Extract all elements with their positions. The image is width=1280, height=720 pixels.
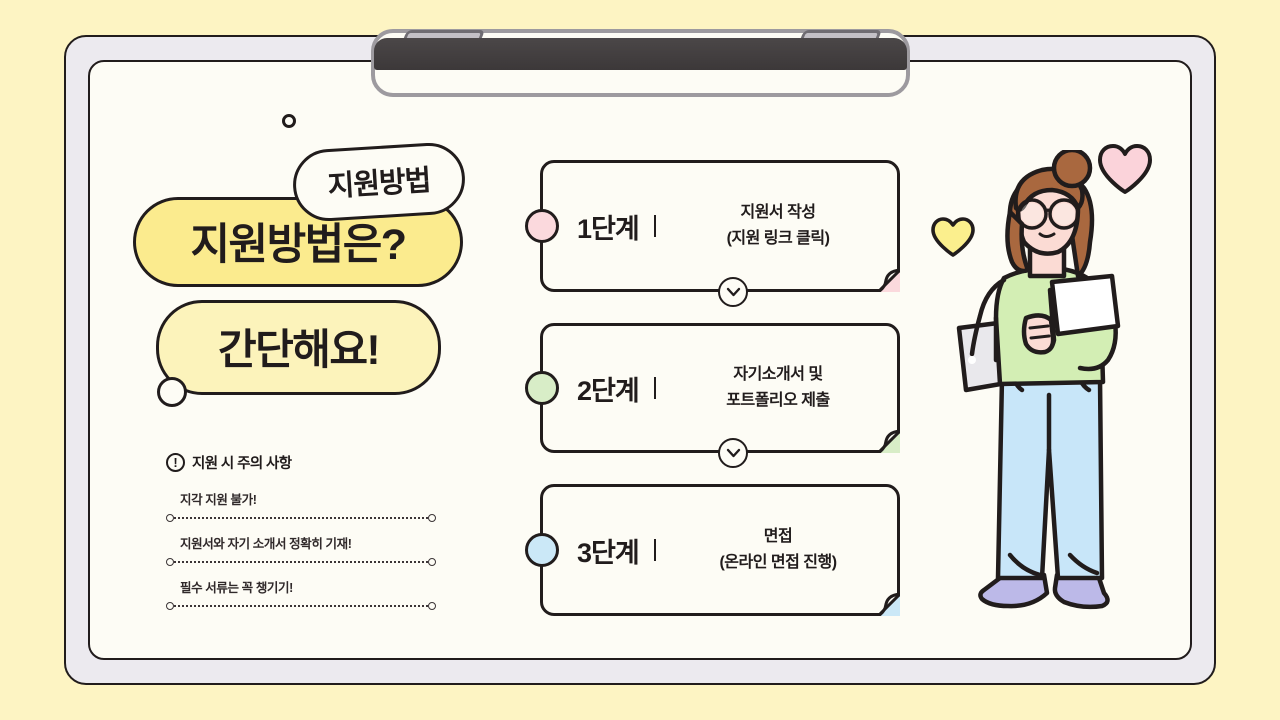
woman-holding-documents-illustration [912,147,1162,625]
step-divider-bar [653,539,657,561]
headline-tag-label: 지원방법 [326,164,432,204]
step-desc-line1: 면접 [763,527,793,545]
headline-main-bubble: 지원방법은? [133,197,463,287]
step-number-1: 1단계 [543,207,675,246]
step-divider-bar [653,377,657,399]
step-desc-line1: 자기소개서 및 [733,365,823,383]
notice-item-label: 필수 서류는 꼭 챙기기! [180,581,293,595]
dotted-divider [166,602,436,610]
step-description-3: 면접 (온라인 면접 진행) [675,524,897,577]
headline-tag-bubble: 지원방법 [290,140,468,224]
divider-end-dot [428,558,436,566]
step-number-label: 3단계 [577,537,640,568]
small-circle-outline-icon [282,114,296,128]
headline-main-label: 지원방법은? [190,220,407,269]
heart-pink-icon [1096,143,1154,200]
notice-block: ! 지원 시 주의 사항 지각 지원 불가! 지원서와 자기 소개서 정확히 기… [166,452,436,621]
step-connector-1[interactable] [718,277,748,307]
step-number-label: 1단계 [577,213,640,244]
step-card-1[interactable]: 1단계 지원서 작성 (지원 링크 클릭) [525,160,900,292]
step-number-2: 2단계 [543,369,675,408]
step-desc-line2: (지원 링크 클릭) [726,230,830,247]
step-desc-line2: (온라인 면접 진행) [719,554,837,571]
notice-item-label: 지각 지원 불가! [180,493,257,507]
chevron-down-icon [726,448,740,458]
step-card-3[interactable]: 3단계 면접 (온라인 면접 진행) [525,484,900,616]
speech-tail-dot-icon [157,377,187,407]
step-marker-dot-2 [525,371,559,405]
heart-yellow-icon [930,216,976,263]
step-number-3: 3단계 [543,531,675,570]
page-fold-corner-3 [866,582,900,616]
step-description-1: 지원서 작성 (지원 링크 클릭) [675,200,897,253]
step-list: 1단계 지원서 작성 (지원 링크 클릭) 2단계 자기소개서 및 포트폴리오 … [525,160,900,616]
dotted-divider [166,558,436,566]
clipboard-clip-bar [374,38,907,70]
divider-end-dot [428,602,436,610]
step-connector-2[interactable] [718,438,748,468]
notice-item: 지원서와 자기 소개서 정확히 기재! [166,533,436,566]
step-marker-dot-3 [525,533,559,567]
divider-end-dot [166,514,174,522]
notice-title: 지원 시 주의 사항 [192,456,292,472]
notice-item: 필수 서류는 꼭 챙기기! [166,577,436,610]
divider-end-dot [428,514,436,522]
divider-end-dot [166,602,174,610]
step-divider-bar [653,215,657,237]
headline-sub-bubble: 간단해요! [156,300,441,395]
notice-header: ! 지원 시 주의 사항 [166,452,436,473]
notice-item: 지각 지원 불가! [166,489,436,522]
step-desc-line1: 지원서 작성 [740,203,816,221]
page-fold-corner-1 [866,258,900,292]
dotted-divider [166,514,436,522]
step-description-2: 자기소개서 및 포트폴리오 제출 [675,362,897,415]
notice-item-label: 지원서와 자기 소개서 정확히 기재! [180,537,352,551]
divider-end-dot [166,558,174,566]
step-marker-dot-1 [525,209,559,243]
headline-sub-label: 간단해요! [217,325,381,373]
exclamation-circle-icon: ! [166,453,185,472]
page-fold-corner-2 [866,419,900,453]
exclamation-glyph: ! [173,454,178,470]
chevron-down-icon [726,287,740,297]
step-card-2[interactable]: 2단계 자기소개서 및 포트폴리오 제출 [525,323,900,453]
step-desc-line2: 포트폴리오 제출 [726,392,830,409]
step-number-label: 2단계 [577,375,640,406]
